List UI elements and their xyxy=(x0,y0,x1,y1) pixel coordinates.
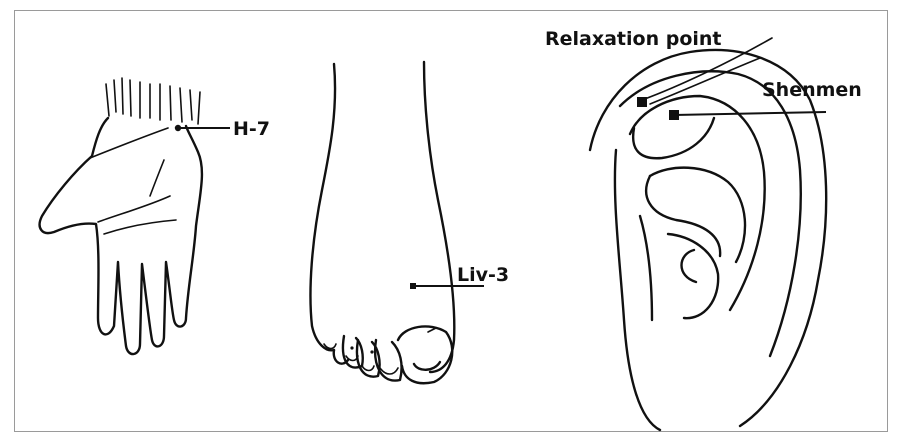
ear-helix-outer xyxy=(590,50,826,426)
toenail-3 xyxy=(362,366,374,371)
thumb-crease xyxy=(150,160,164,196)
ear-intertragic-notch xyxy=(682,250,697,282)
ear-lobe-outline xyxy=(615,150,660,430)
palm-crease-1 xyxy=(98,196,170,222)
wrist-crease xyxy=(90,128,168,158)
palm-crease-2 xyxy=(104,220,176,234)
toe-4 xyxy=(343,336,363,368)
toe-dot-1 xyxy=(350,346,353,349)
hand-outline xyxy=(40,118,202,354)
ear-fossa xyxy=(633,118,714,158)
toe-1-big xyxy=(398,326,452,383)
ear-tragus-line xyxy=(640,216,652,320)
foot-left-edge xyxy=(310,64,335,350)
wrist-hatching xyxy=(106,78,200,124)
toenail-1 xyxy=(414,362,440,370)
hand-figure xyxy=(40,78,230,354)
relaxation-label: Relaxation point xyxy=(545,28,722,50)
h7-label: H-7 xyxy=(233,118,270,140)
toenail-2 xyxy=(380,368,398,374)
ear-crus xyxy=(646,176,720,256)
liv3-label: Liv-3 xyxy=(457,264,509,286)
shenmen-label: Shenmen xyxy=(762,79,862,101)
foot-figure xyxy=(310,62,484,383)
toe-dot-2 xyxy=(370,350,373,353)
ear-antitragus xyxy=(668,234,718,318)
shenmen-leader-line xyxy=(674,112,826,115)
relaxation-point-marker xyxy=(637,97,647,107)
toe-mark xyxy=(428,328,436,332)
